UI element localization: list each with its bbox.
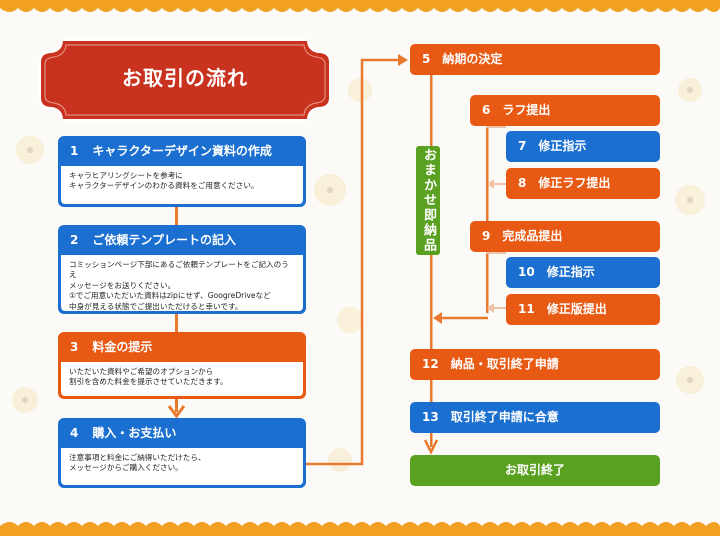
step-number: 1 [70,144,79,158]
step-1-card: 1 キャラクターデザイン資料の作成 キャラヒアリングシートを参考に キャラクターデ… [58,136,306,207]
side-label-instant-delivery: おまかせ即納品 [416,146,440,255]
step-2-body: コミッションページ下部にあるご依頼テンプレートをご記入のうえ メッセージをお送り… [61,255,303,311]
step-label: ラフ提出 [502,103,551,117]
arrow-3-to-4 [167,405,186,419]
step-11-pill: 11 修正版提出 [506,294,660,325]
step-number: 5 [422,52,431,66]
step-number: 10 [518,265,535,279]
top-scallop-border [0,0,720,12]
final-arrow [423,439,439,455]
step-6-pill: 6 ラフ提出 [470,95,660,126]
connector-4-to-5 [305,58,402,466]
step-number: 2 [70,233,79,247]
step-label: 取引終了申請に合意 [450,410,559,424]
step-title: キャラクターデザイン資料の作成 [92,144,272,158]
step-4-body: 注意事項と料金にご納得いただけたら、 メッセージからご購入ください。 [61,448,303,485]
title-banner-shape [39,39,331,121]
step-13-pill: 13 取引終了申請に合意 [410,402,660,433]
step-12-pill: 12 納品・取引終了申請 [410,349,660,380]
step-number: 9 [482,229,491,243]
step-9-pill: 9 完成品提出 [470,221,660,252]
step-3-card: 3 料金の提示 いただいた資料やご希望のオプションから 割引を含めた料金を提示させ… [58,332,306,399]
step-number: 6 [482,103,491,117]
step-label: 修正指示 [538,139,587,153]
step-number: 12 [422,357,439,371]
step-4-header: 4 購入・お支払い [58,418,306,448]
step-1-body: キャラヒアリングシートを参考に キャラクターデザインのわかる資料をご用意ください… [61,166,303,204]
step-number: 7 [518,139,527,153]
step-title: 購入・お支払い [92,426,177,440]
step-label: 納品・取引終了申請 [450,357,559,371]
step-3-body: いただいた資料やご希望のオプションから 割引を含めた料金を提示させていただきます… [61,362,303,396]
step-number: 4 [70,426,79,440]
step-label: 修正指示 [546,265,595,279]
step-3-header: 3 料金の提示 [58,332,306,362]
step-10-pill: 10 修正指示 [506,257,660,288]
step-1-header: 1 キャラクターデザイン資料の作成 [58,136,306,166]
step-number: 3 [70,340,79,354]
step-number: 13 [422,410,439,424]
step-2-card: 2 ご依頼テンプレートの記入 コミッションページ下部にあるご依頼テンプレートをご記… [58,225,306,314]
step-title: 料金の提示 [92,340,153,354]
step-number: 11 [518,302,535,316]
final-step-pill: お取引終了 [410,455,660,486]
step-title: ご依頼テンプレートの記入 [92,233,237,247]
step-label: 修正版提出 [546,302,607,316]
step-label: 修正ラフ提出 [538,176,611,190]
step-label: 完成品提出 [502,229,563,243]
step-2-header: 2 ご依頼テンプレートの記入 [58,225,306,255]
step-8-pill: 8 修正ラフ提出 [506,168,660,199]
final-label: お取引終了 [504,463,565,477]
step-label: 納期の決定 [442,52,503,66]
step-number: 8 [518,176,527,190]
step-7-pill: 7 修正指示 [506,131,660,162]
page-title: お取引の流れ [122,66,248,90]
step-4-card: 4 購入・お支払い 注意事項と料金にご納得いただけたら、 メッセージからご購入くだ… [58,418,306,488]
bottom-scallop-border [0,522,720,536]
step-5-pill: 5 納期の決定 [410,44,660,75]
